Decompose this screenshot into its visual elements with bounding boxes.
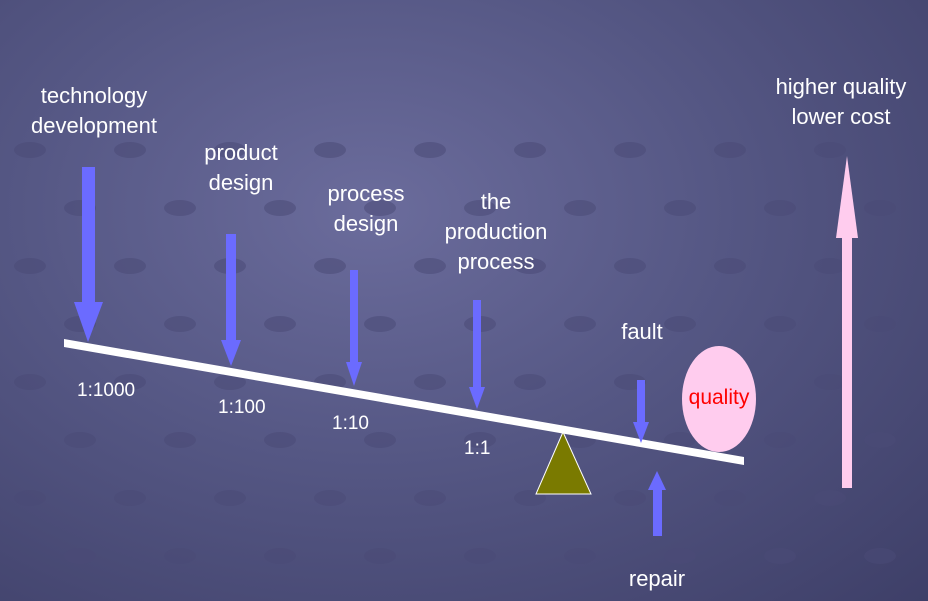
background-dot: [714, 258, 746, 274]
ratio-1-1000: 1:1000: [77, 380, 136, 401]
background-dot: [814, 258, 846, 274]
background-dot: [564, 316, 596, 332]
background-dot: [14, 142, 46, 158]
label-repair: repair: [628, 566, 686, 591]
background-dot: [514, 142, 546, 158]
background-dot: [264, 432, 296, 448]
label-process-design: process design: [327, 181, 405, 236]
background-dot: [14, 258, 46, 274]
background-dot: [614, 258, 646, 274]
background-dot: [264, 548, 296, 564]
background-dot: [164, 316, 196, 332]
background-dot: [114, 374, 146, 390]
background-dot: [664, 200, 696, 216]
ratio-1-100: 1:100: [218, 397, 266, 418]
background-dot: [264, 200, 296, 216]
background-dot: [764, 432, 796, 448]
background-dot: [114, 142, 146, 158]
background-dot: [364, 548, 396, 564]
background-dot: [114, 258, 146, 274]
outcome-arrow: [836, 156, 858, 488]
arrow-product-design: [221, 234, 241, 366]
background-dot: [564, 200, 596, 216]
arrow-process-design: [346, 270, 362, 386]
background-dot: [514, 374, 546, 390]
label-production-process: the production process: [444, 189, 548, 274]
background-dot: [514, 258, 546, 274]
background-dot: [714, 490, 746, 506]
background-dot: [414, 374, 446, 390]
arrow-production-process: [469, 300, 485, 409]
background-dot: [714, 142, 746, 158]
lever-beam: [64, 339, 744, 465]
background-dot: [664, 548, 696, 564]
background-dot: [364, 316, 396, 332]
label-quality: quality: [688, 386, 750, 409]
background-dot: [564, 548, 596, 564]
background-dot: [614, 490, 646, 506]
background-dot: [214, 490, 246, 506]
background-dot: [214, 374, 246, 390]
background-dot: [664, 316, 696, 332]
background-dot: [114, 490, 146, 506]
ratio-1-1: 1:1: [464, 438, 491, 459]
background-dot: [464, 548, 496, 564]
arrow-repair: [648, 471, 666, 536]
label-technology-development: technology development: [31, 83, 157, 138]
background-dot: [614, 142, 646, 158]
background-dot: [864, 548, 896, 564]
background-dot: [314, 490, 346, 506]
label-fault: fault: [621, 319, 663, 344]
background-dot: [814, 142, 846, 158]
background-dot: [764, 316, 796, 332]
background-dot: [814, 374, 846, 390]
background-dot: [464, 432, 496, 448]
background-dot: [164, 548, 196, 564]
background-dot: [64, 432, 96, 448]
quality-ellipse: [682, 346, 756, 452]
label-outcome: higher quality lower cost: [775, 74, 907, 129]
background-dot: [414, 142, 446, 158]
background-dot: [14, 374, 46, 390]
background-dot: [414, 258, 446, 274]
fulcrum-triangle: [535, 430, 592, 495]
arrow-technology-development: [74, 167, 103, 342]
background-dot: [414, 490, 446, 506]
background-dot: [64, 548, 96, 564]
background-dot: [764, 548, 796, 564]
background-dot: [664, 432, 696, 448]
background-dot: [314, 258, 346, 274]
background-dot: [764, 200, 796, 216]
background-dot: [864, 432, 896, 448]
background-dot: [214, 142, 246, 158]
background-dot: [464, 200, 496, 216]
background-dot: [864, 200, 896, 216]
background-dot: [164, 432, 196, 448]
arrow-fault: [633, 380, 649, 443]
background-dot: [14, 490, 46, 506]
background-dot: [364, 432, 396, 448]
label-product-design: product design: [204, 140, 278, 195]
ratio-1-10: 1:10: [332, 413, 369, 434]
background-dot: [314, 142, 346, 158]
background-dot: [814, 490, 846, 506]
background-dot: [264, 316, 296, 332]
background-dot: [164, 200, 196, 216]
background-dot: [364, 200, 396, 216]
background-dot: [864, 316, 896, 332]
